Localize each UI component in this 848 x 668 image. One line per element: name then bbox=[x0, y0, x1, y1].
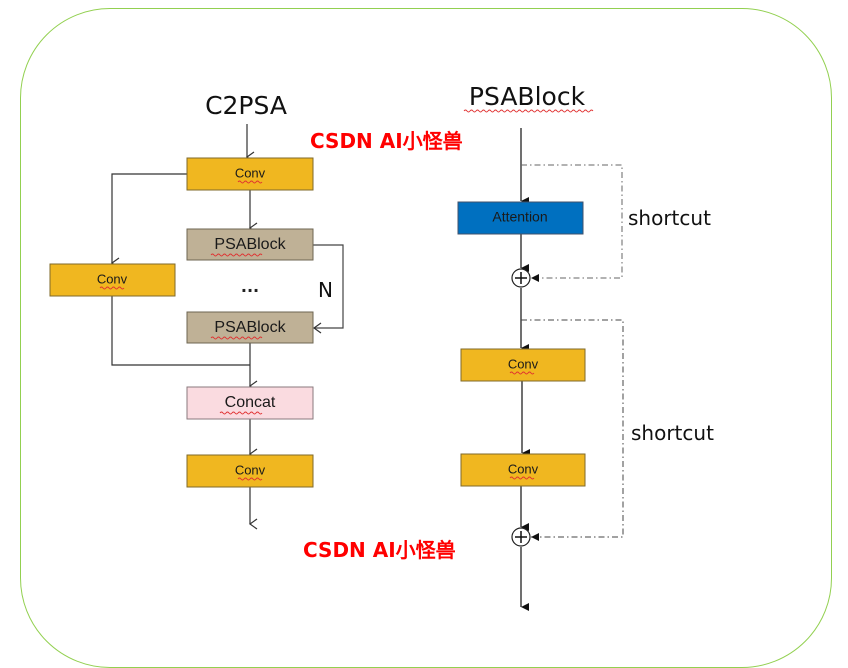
conv-bottom-box: Conv bbox=[186, 454, 314, 488]
conv-side-box: Conv bbox=[49, 263, 176, 297]
concat-label: Concat bbox=[225, 394, 276, 411]
ellipsis: ... bbox=[241, 277, 259, 296]
conv-2-box: Conv bbox=[460, 453, 586, 487]
conv-2-label: Conv bbox=[508, 461, 539, 476]
repeat-n-label: N bbox=[318, 278, 333, 302]
shortcut-1-label: shortcut bbox=[628, 206, 711, 230]
side-branch-line bbox=[111, 296, 250, 366]
diagram-canvas: C2PSA Conv PSABlock Conv ... N P bbox=[49, 82, 714, 611]
psablock-diagram: PSABlock shortcut shortcut Attention Con… bbox=[457, 82, 714, 611]
attention-label: Attention bbox=[492, 209, 547, 225]
shortcut-2-line bbox=[521, 319, 624, 541]
conv-1-box: Conv bbox=[460, 348, 586, 382]
watermark-top: CSDN AI小怪兽 bbox=[310, 129, 463, 153]
psablock-2-box: PSABlock bbox=[186, 311, 314, 344]
attention-box: Attention bbox=[457, 201, 584, 235]
conv-top-label: Conv bbox=[235, 165, 266, 180]
conv-1-label: Conv bbox=[508, 356, 539, 371]
conv-top-box: Conv bbox=[186, 157, 314, 191]
conv-side-label: Conv bbox=[97, 271, 128, 286]
conv-bottom-label: Conv bbox=[235, 462, 266, 477]
watermark-bottom: CSDN AI小怪兽 bbox=[303, 538, 456, 562]
psablock-1-box: PSABlock bbox=[186, 228, 314, 261]
psablock-1-label: PSABlock bbox=[214, 236, 286, 253]
psablock-2-label: PSABlock bbox=[214, 319, 286, 336]
add-node-2 bbox=[511, 527, 531, 547]
psablock-title: PSABlock bbox=[469, 82, 586, 111]
c2psa-diagram: C2PSA Conv PSABlock Conv ... N P bbox=[49, 91, 344, 530]
add-node-1 bbox=[511, 268, 531, 288]
shortcut-2-label: shortcut bbox=[631, 421, 714, 445]
shortcut-1-line bbox=[521, 164, 623, 282]
repeat-loop-arrow bbox=[312, 244, 344, 334]
concat-box: Concat bbox=[186, 386, 314, 420]
arrow-conv-to-side-conv bbox=[110, 173, 187, 269]
c2psa-title: C2PSA bbox=[205, 91, 287, 120]
